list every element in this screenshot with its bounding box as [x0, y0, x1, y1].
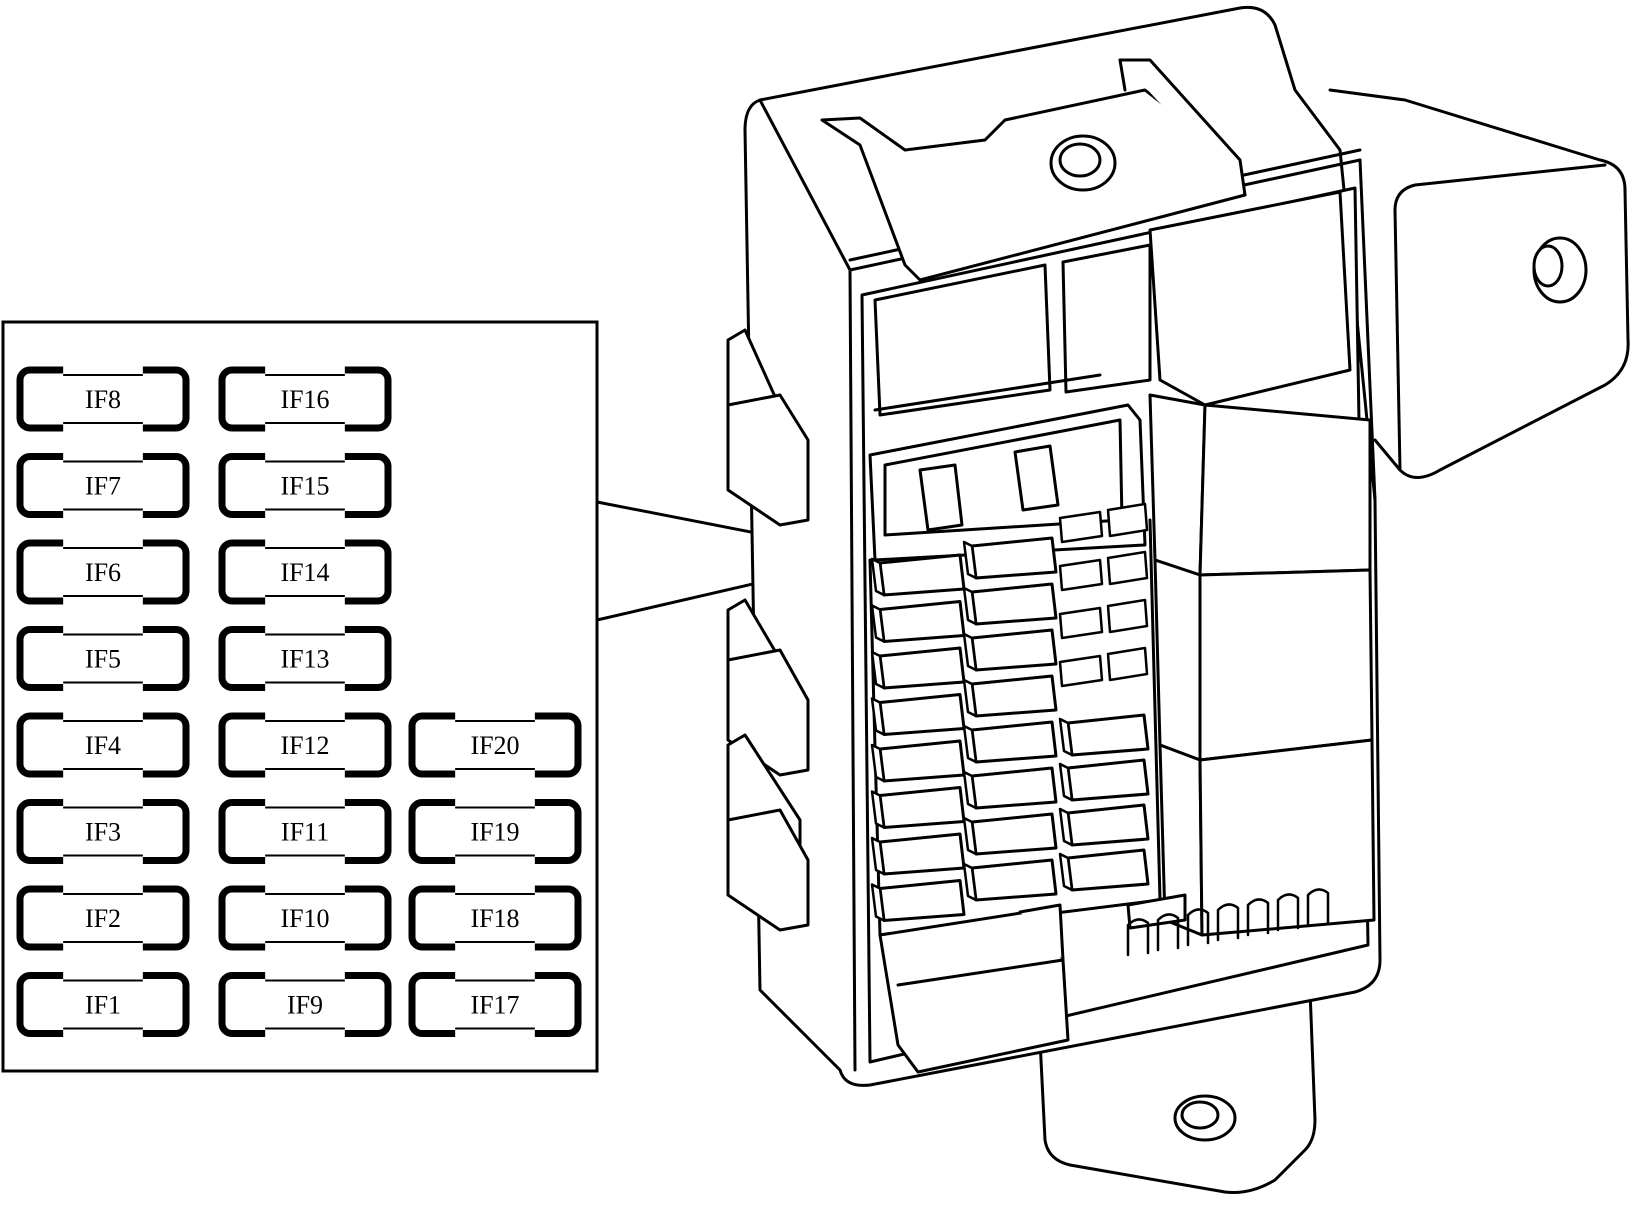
fuse-label: IF7	[85, 472, 121, 501]
fuse-label: IF14	[280, 558, 329, 587]
installed-fuse	[962, 766, 1058, 810]
fuse-puller-right	[1013, 444, 1060, 512]
fuse-label: IF6	[85, 558, 121, 587]
fuse-label: IF4	[85, 731, 121, 760]
terminal-pin	[1276, 893, 1300, 932]
fuse-label: IF2	[85, 904, 121, 933]
legend-fuse-if17: IF17	[408, 971, 582, 1038]
terminal-pin	[1126, 918, 1150, 957]
legend-fuse-if2: IF2	[16, 885, 190, 951]
terminal-pin	[1186, 908, 1210, 947]
relay-block-3	[1198, 568, 1374, 762]
terminal-pin	[1156, 913, 1180, 952]
installed-fuse	[962, 582, 1058, 626]
legend-fuse-if7: IF7	[16, 452, 190, 519]
fuse-label: IF17	[470, 991, 519, 1020]
installed-fuses	[870, 502, 1150, 922]
fuse-label: IF12	[280, 731, 329, 760]
fuse-label: IF15	[280, 472, 329, 501]
legend-fuse-if20: IF20	[408, 712, 582, 778]
spare-slot	[1058, 598, 1149, 640]
legend-fuse-if10: IF10	[218, 885, 392, 951]
relay-blocks	[1148, 190, 1376, 937]
installed-fuse	[1058, 713, 1150, 757]
installed-fuse	[1058, 758, 1150, 802]
legend-fuse-if15: IF15	[218, 452, 392, 519]
legend-fuse-if14: IF14	[218, 539, 392, 605]
legend-fuse-if11: IF11	[218, 798, 392, 865]
left-side-clips	[726, 328, 810, 932]
fuse-label: IF13	[280, 645, 329, 674]
installed-fuse	[870, 600, 966, 643]
fuse-label: IF1	[85, 991, 121, 1020]
fuse-label: IF18	[470, 904, 519, 933]
fuse-label: IF16	[280, 385, 329, 414]
installed-fuse	[870, 693, 966, 736]
installed-fuse	[962, 536, 1058, 580]
legend-fuse-if13: IF13	[218, 625, 392, 692]
legend-border	[1, 320, 599, 1073]
legend-fuse-if12: IF12	[218, 712, 392, 778]
bottom-connector-block	[878, 893, 1187, 1074]
fuse-label: IF11	[281, 818, 329, 847]
legend-fuse-if6: IF6	[16, 539, 190, 605]
spare-slot	[1058, 646, 1149, 688]
legend-fuse-if5: IF5	[16, 625, 190, 692]
fuse-label: IF20	[470, 731, 519, 760]
relay-block-4	[1198, 738, 1376, 937]
installed-fuse	[870, 646, 966, 690]
installed-fuse	[1058, 803, 1150, 847]
terminal-pin	[1246, 898, 1270, 937]
legend-fuse-if1: IF1	[16, 971, 190, 1038]
installed-fuse	[870, 879, 966, 922]
spare-slot	[1058, 502, 1149, 544]
relay-block-1	[1148, 190, 1352, 407]
legend-fuse-if8: IF8	[16, 366, 190, 432]
installed-fuse	[962, 720, 1058, 764]
installed-fuse	[1058, 848, 1150, 892]
installed-fuse	[962, 858, 1058, 902]
fuse-label: IF19	[470, 818, 519, 847]
legend-fuse-if3: IF3	[16, 798, 190, 865]
fuse-label: IF3	[85, 818, 121, 847]
relay-block-2	[1198, 403, 1372, 577]
legend-fuse-if9: IF9	[218, 971, 392, 1038]
installed-fuse	[962, 628, 1058, 672]
legend-fuse-if18: IF18	[408, 885, 582, 951]
terminal-pin	[1216, 903, 1240, 942]
terminal-pins	[1126, 888, 1330, 957]
installed-fuse	[870, 832, 966, 876]
legend-fuse-if19: IF19	[408, 798, 582, 865]
installed-fuse	[870, 786, 966, 829]
fuse-puller-left	[918, 463, 964, 532]
right-mounting-bracket	[1328, 88, 1630, 479]
terminal-pin	[1306, 888, 1330, 927]
fuse-label: IF10	[280, 904, 329, 933]
fuse-label: IF8	[85, 385, 121, 414]
top-mounting-tab	[820, 58, 1247, 282]
installed-fuse	[962, 812, 1058, 856]
legend-fuse-if4: IF4	[16, 712, 190, 778]
installed-fuse	[870, 553, 966, 597]
fuse-box-illustration	[726, 5, 1630, 1194]
installed-fuse	[962, 674, 1058, 718]
spare-slot	[1058, 550, 1149, 592]
installed-fuse	[870, 739, 966, 783]
legend-fuse-if16: IF16	[218, 366, 392, 432]
fuse-label: IF9	[287, 991, 323, 1020]
fuse-label: IF5	[85, 645, 121, 674]
